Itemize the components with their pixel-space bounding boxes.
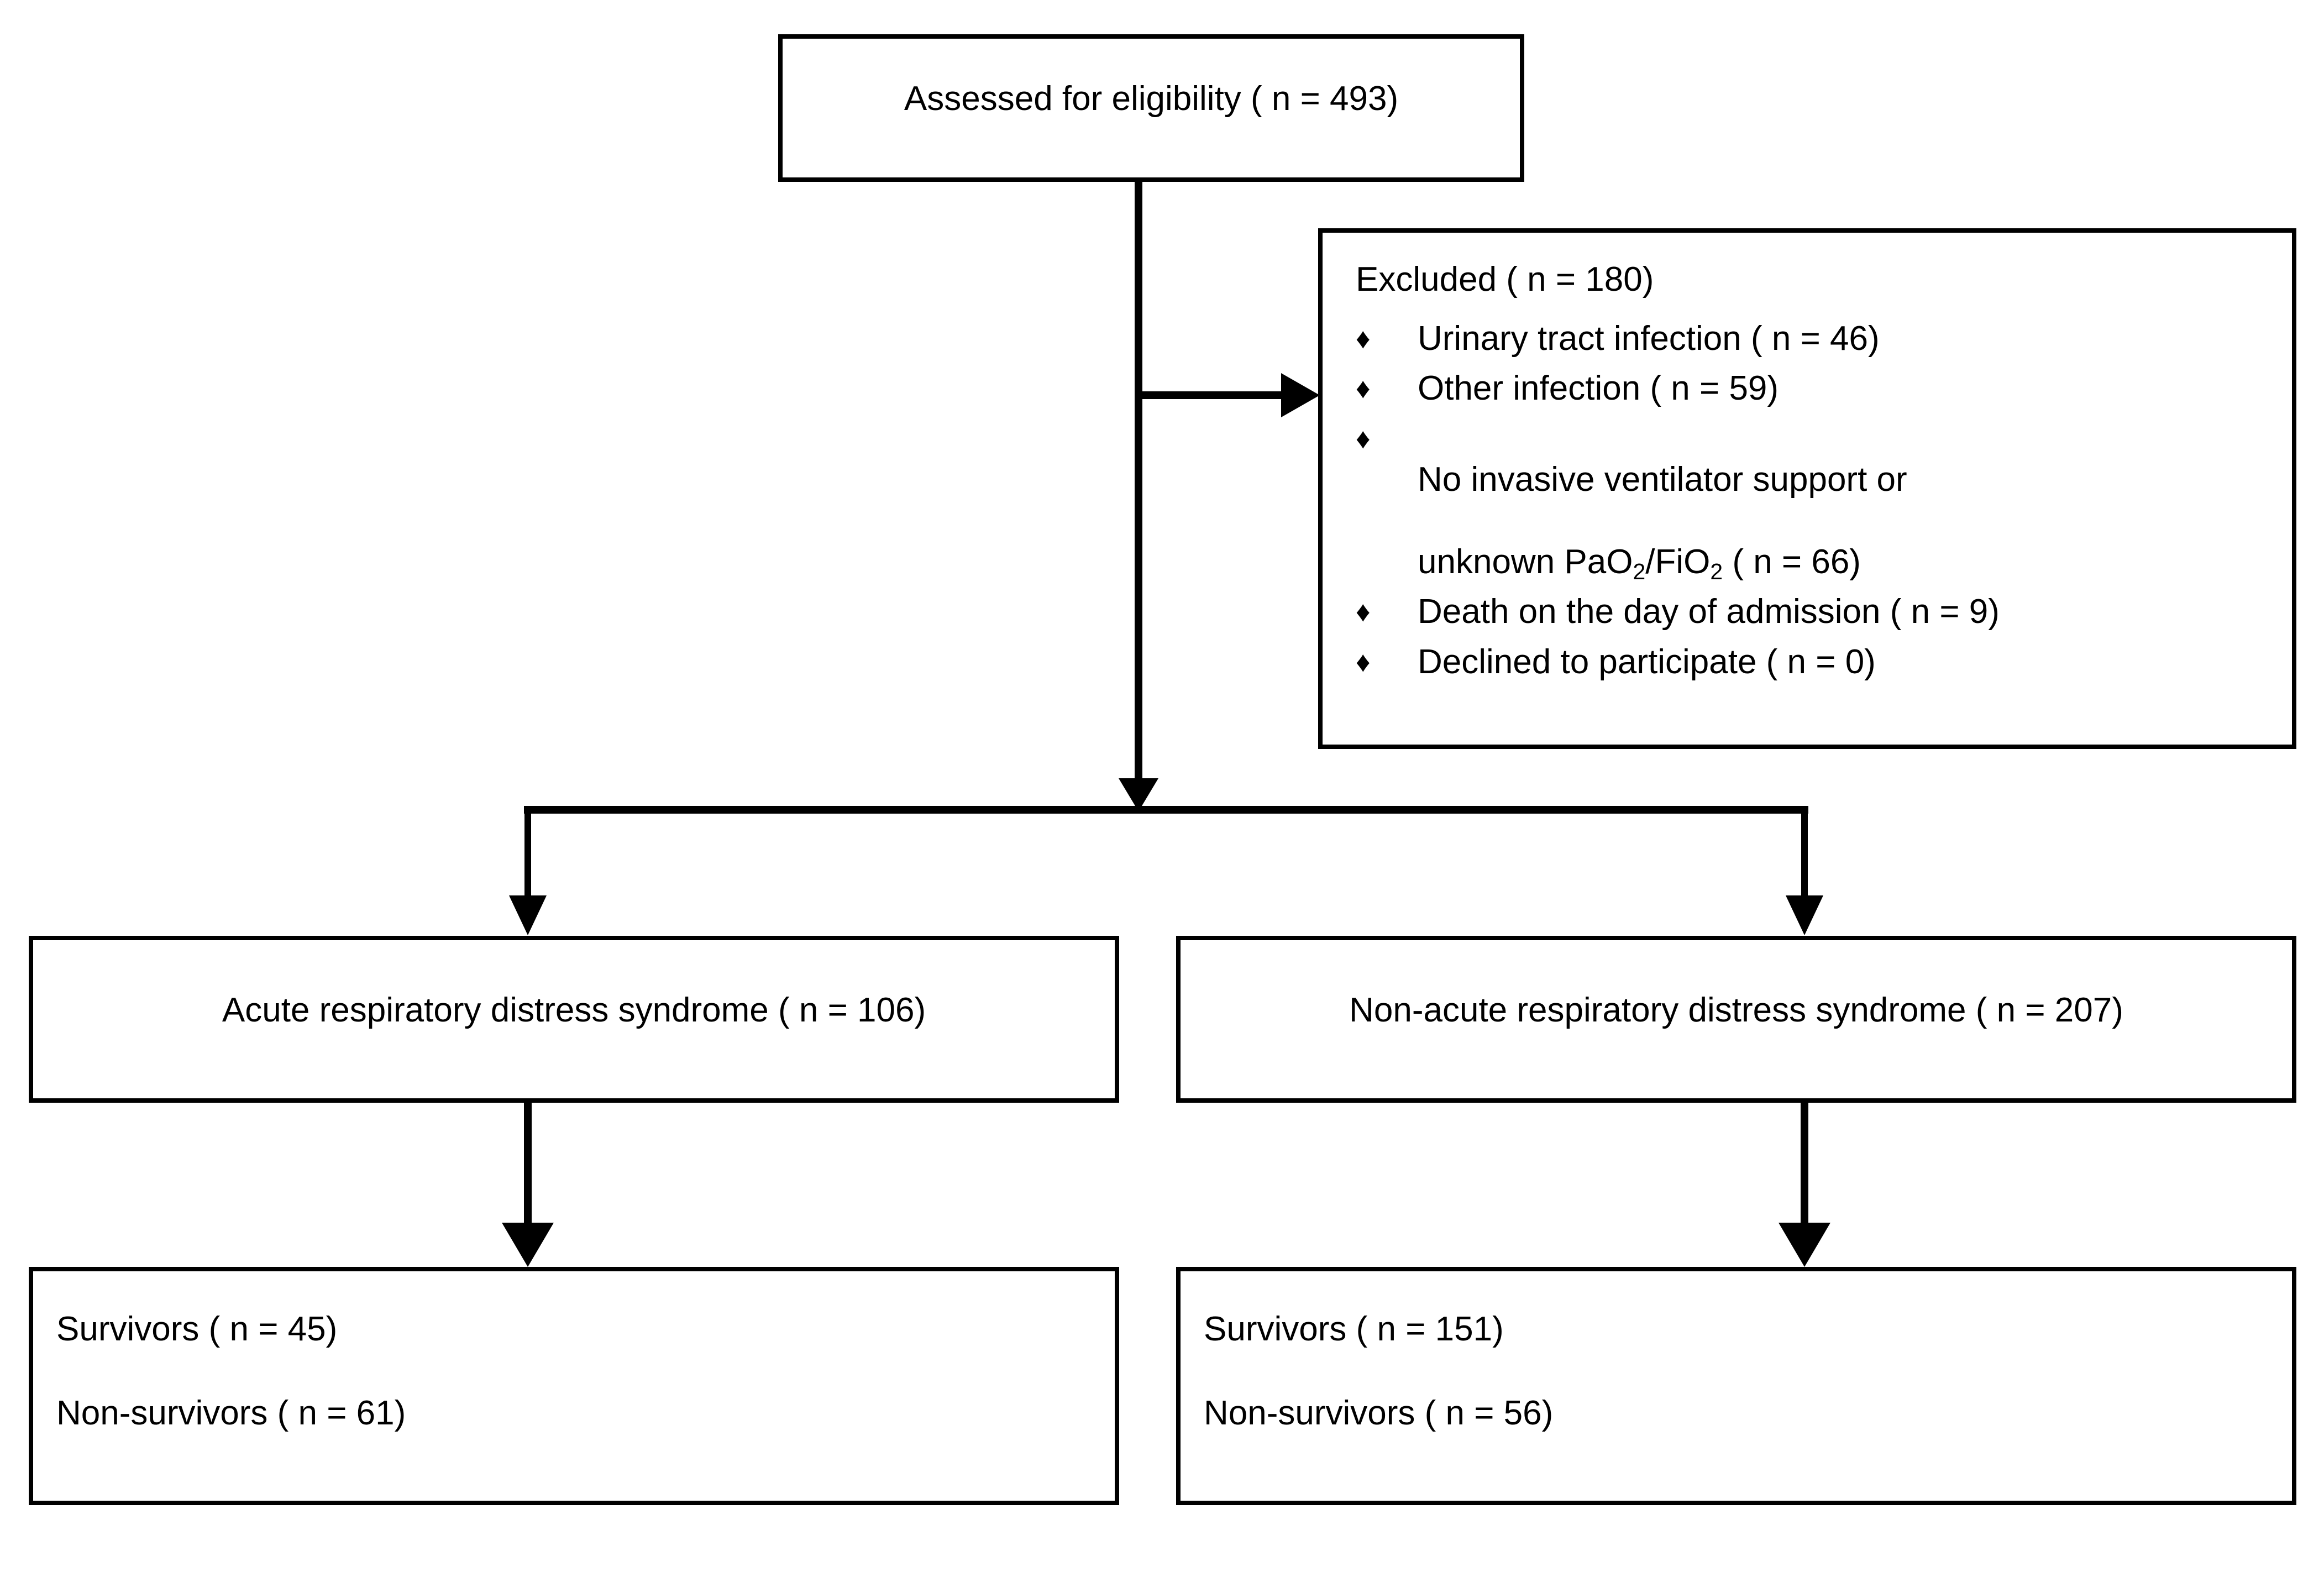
- ards-non-survivors-label: Non-survivors ( n = 61): [56, 1394, 406, 1432]
- diamond-bullet-icon: ♦: [1356, 422, 1371, 455]
- excluded-heading: Excluded ( n = 180): [1356, 260, 1654, 298]
- arrowhead-non-ards-to-outcomes: [1779, 1223, 1830, 1267]
- reason-line-1: No invasive ventilator support or: [1418, 460, 1907, 499]
- reason-line-2-suffix: ( n = 66): [1723, 542, 1861, 581]
- arrowhead-assessed-to-split: [1119, 778, 1158, 811]
- node-ards[interactable]: Acute respiratory distress syndrome ( n …: [29, 936, 1119, 1103]
- reason-line-2-prefix: unknown PaO: [1418, 542, 1633, 581]
- node-assessed-for-eligibility[interactable]: Assessed for eligibility ( n = 493): [778, 34, 1524, 182]
- non-ards-survivors-label: Survivors ( n = 151): [1204, 1310, 1504, 1348]
- list-item: ♦ No invasive ventilator support or unkn…: [1356, 418, 2268, 584]
- diamond-bullet-icon: ♦: [1356, 646, 1371, 678]
- subscript-2: 2: [1633, 558, 1646, 584]
- list-item: ♦ Death on the day of admission ( n = 9): [1356, 591, 2268, 632]
- list-item: ♦ Urinary tract infection ( n = 46): [1356, 318, 2268, 359]
- arrowhead-to-excluded: [1281, 373, 1320, 417]
- diamond-bullet-icon: ♦: [1356, 323, 1371, 355]
- diamond-bullet-icon: ♦: [1356, 373, 1371, 405]
- ards-label: Acute respiratory distress syndrome ( n …: [222, 991, 926, 1029]
- node-non-ards-outcomes[interactable]: Survivors ( n = 151) Non-survivors ( n =…: [1176, 1267, 2296, 1505]
- excluded-reason-label: Urinary tract infection ( n = 46): [1418, 319, 1880, 358]
- list-item: ♦ Other infection ( n = 59): [1356, 368, 2268, 409]
- diamond-bullet-icon: ♦: [1356, 596, 1371, 628]
- non-ards-non-survivors-label: Non-survivors ( n = 56): [1204, 1394, 1554, 1432]
- reason-line-2-mid: /FiO: [1645, 542, 1711, 581]
- arrowhead-ards-to-outcomes: [502, 1223, 554, 1267]
- node-ards-outcomes[interactable]: Survivors ( n = 45) Non-survivors ( n = …: [29, 1267, 1119, 1505]
- excluded-reason-label: Other infection ( n = 59): [1418, 369, 1779, 408]
- arrowhead-split-to-ards: [509, 895, 547, 935]
- list-item: ♦ Declined to participate ( n = 0): [1356, 642, 2268, 683]
- excluded-reason-label: Declined to participate ( n = 0): [1418, 642, 1876, 681]
- node-non-ards[interactable]: Non-acute respiratory distress syndrome …: [1176, 936, 2296, 1103]
- excluded-reason-label-pao2fio2: No invasive ventilator support or unknow…: [1356, 418, 2268, 584]
- excluded-reason-label: Death on the day of admission ( n = 9): [1418, 593, 2000, 631]
- ards-survivors-label: Survivors ( n = 45): [56, 1310, 338, 1348]
- assessed-label: Assessed for eligibility ( n = 493): [904, 80, 1399, 118]
- non-ards-label: Non-acute respiratory distress syndrome …: [1349, 991, 2123, 1029]
- excluded-reason-list: ♦ Urinary tract infection ( n = 46) ♦ Ot…: [1356, 318, 2268, 691]
- node-excluded[interactable]: Excluded ( n = 180) ♦ Urinary tract infe…: [1318, 228, 2296, 749]
- subscript-2: 2: [1710, 558, 1723, 584]
- arrowhead-split-to-non-ards: [1786, 895, 1823, 935]
